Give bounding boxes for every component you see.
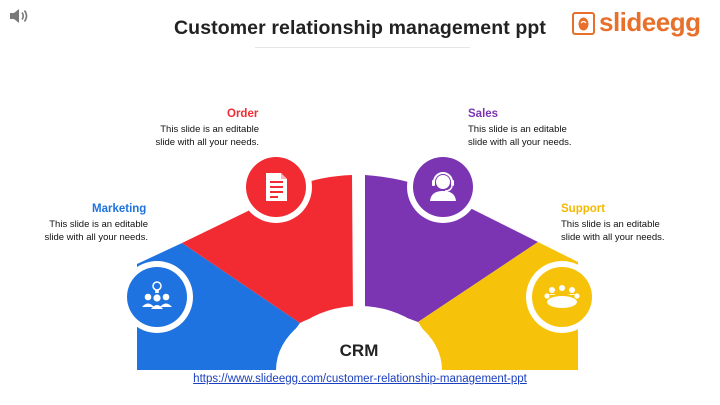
crm-label: CRM	[340, 341, 379, 360]
marketing-description: This slide is an editable slide with all…	[44, 219, 149, 243]
speaker-icon[interactable]	[8, 6, 32, 26]
idea-team-icon	[142, 281, 172, 309]
page-title: Customer relationship management ppt	[174, 17, 546, 39]
support-label: Support	[561, 203, 606, 215]
meeting-group-icon	[544, 285, 580, 308]
document-icon	[266, 173, 287, 201]
segment-sales	[365, 175, 538, 322]
order-label: Order	[227, 108, 259, 120]
sales-description: This slide is an editable slide with all…	[468, 124, 572, 148]
sales-label: Sales	[468, 108, 499, 120]
marketing-label: Marketing	[92, 203, 147, 215]
egg-logo-icon	[572, 12, 595, 35]
logo-text: slideegg	[599, 7, 701, 37]
footer-link[interactable]: https://www.slideegg.com/customer-relati…	[193, 373, 527, 385]
segment-order	[182, 175, 353, 323]
title-divider	[255, 47, 470, 48]
headset-agent-icon	[430, 172, 456, 201]
brand-logo: slideegg	[572, 7, 712, 42]
order-description: This slide is an editable slide with all…	[155, 124, 260, 148]
support-description: This slide is an editable slide with all…	[561, 219, 665, 243]
crm-center	[276, 306, 442, 370]
